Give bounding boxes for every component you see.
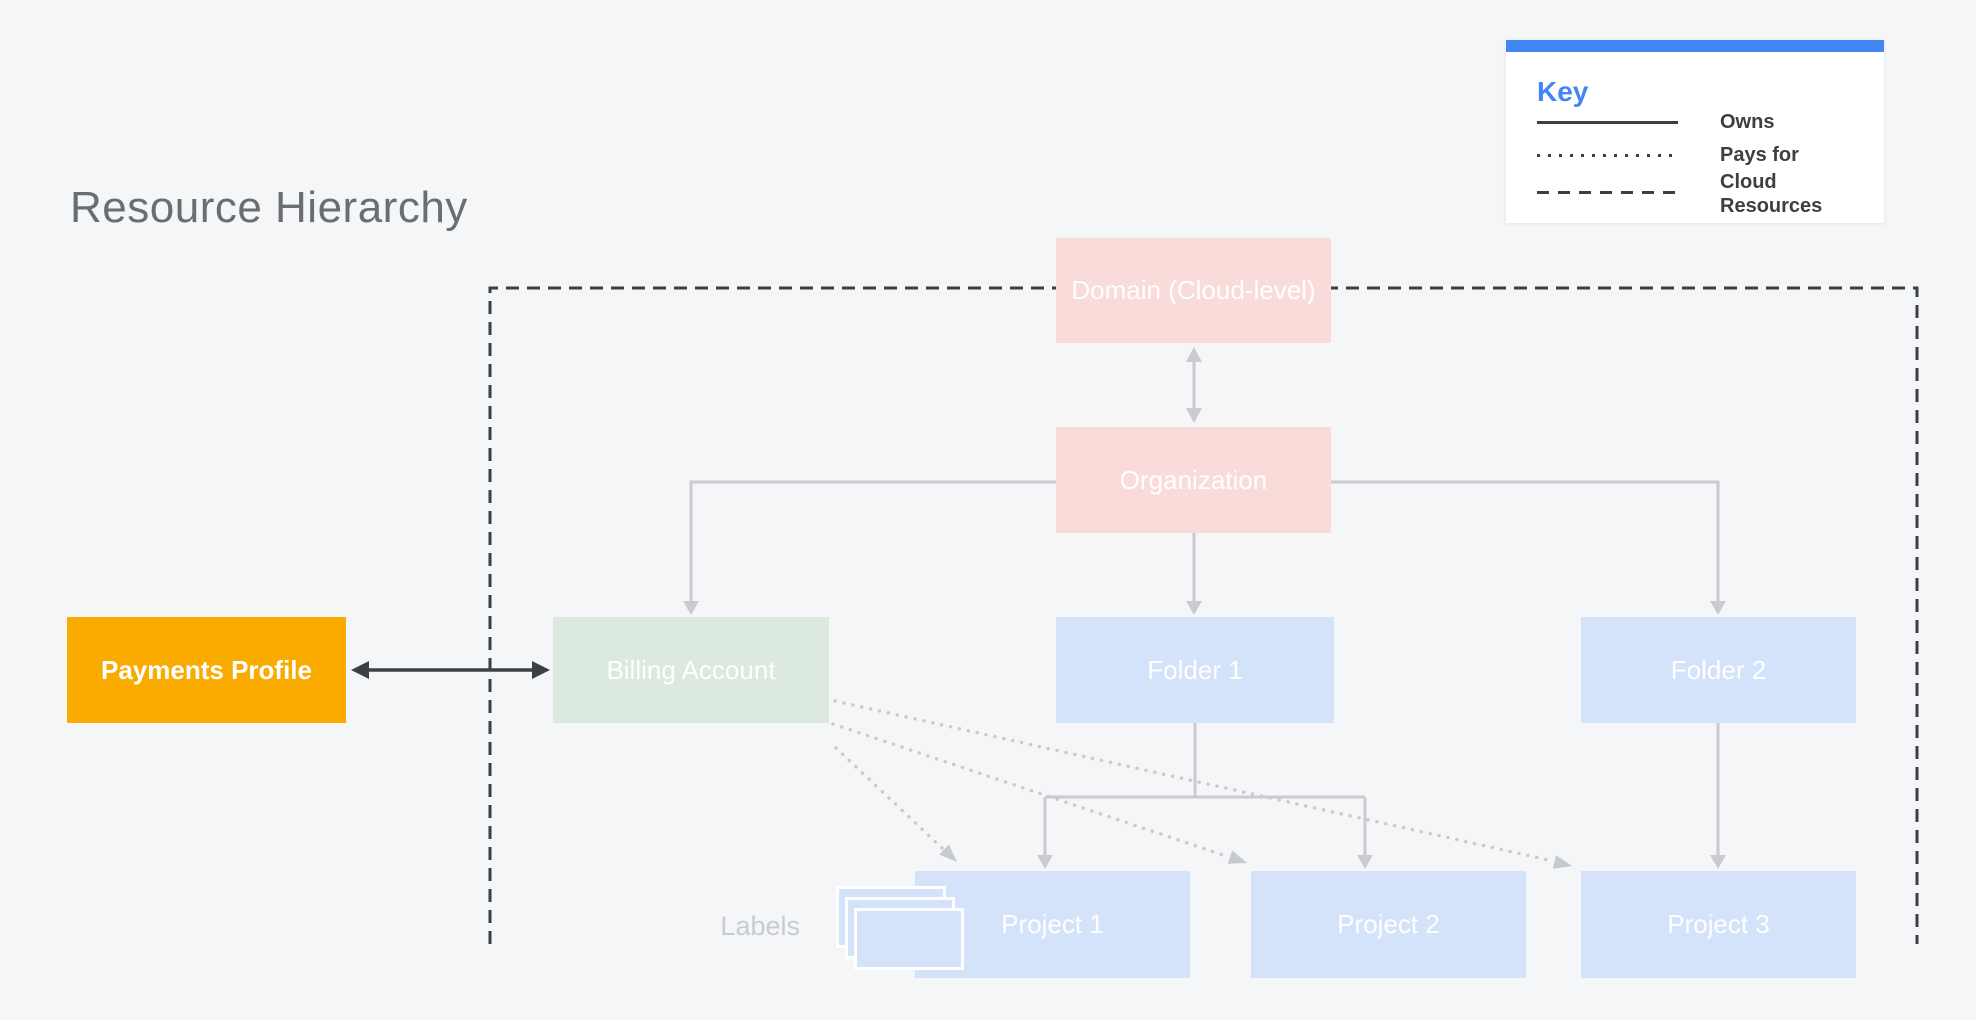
node-billing-account: Billing Account (553, 617, 829, 723)
node-project-3: Project 3 (1581, 871, 1856, 978)
node-payments-profile: Payments Profile (67, 617, 346, 723)
owns-connector-domain-organization (1186, 347, 1202, 423)
labels-caption: Labels (720, 911, 800, 941)
legend-accent-bar (1506, 40, 1884, 52)
node-project-3-label: Project 3 (1667, 909, 1770, 939)
node-folder-2-label: Folder 2 (1670, 654, 1767, 685)
node-domain-label: Domain (Cloud-level) (1071, 275, 1316, 305)
owns-connector-folder1-projects (1037, 723, 1373, 869)
cloud-resources-boundary (488, 286, 1919, 944)
owns-connector-organization-billing (683, 480, 1056, 615)
pays-for-connectors (831, 699, 1572, 869)
owns-connector-organization-folder1 (1186, 533, 1202, 615)
node-domain: Domain (Cloud-level) (1056, 238, 1331, 343)
node-project-2: Project 2 (1251, 871, 1526, 978)
legend: Key Owns Pays for Cloud Resources (1506, 40, 1884, 223)
owns-connector-organization-folder2 (1331, 480, 1726, 615)
node-payments-profile-label: Payments Profile (101, 654, 312, 685)
legend-label-owns: Owns (1720, 111, 1775, 133)
node-folder-1: Folder 1 (1056, 617, 1334, 723)
legend-dotted-line-icon (1537, 154, 1678, 157)
legend-dashed-line-icon (1537, 191, 1678, 194)
node-organization-label: Organization (1119, 464, 1268, 495)
node-folder-1-label: Folder 1 (1147, 654, 1243, 685)
node-project-1-label: Project 1 (1001, 909, 1104, 939)
labels-stack-card-front (854, 908, 964, 970)
node-organization: Organization (1056, 427, 1331, 533)
node-project-2-label: Project 2 (1337, 909, 1440, 939)
legend-solid-line-icon (1537, 121, 1678, 124)
owns-connector-payments-billing (351, 661, 550, 679)
node-folder-2: Folder 2 (1581, 617, 1856, 723)
owns-connector-folder2-project3 (1710, 723, 1726, 869)
legend-label-cloud-resources: Cloud Resources (1720, 171, 1823, 217)
node-billing-account-label: Billing Account (606, 654, 776, 685)
legend-heading: Key (1537, 76, 1589, 107)
page-title: Resource Hierarchy (70, 183, 468, 232)
legend-label-pays-for: Pays for (1720, 144, 1799, 166)
